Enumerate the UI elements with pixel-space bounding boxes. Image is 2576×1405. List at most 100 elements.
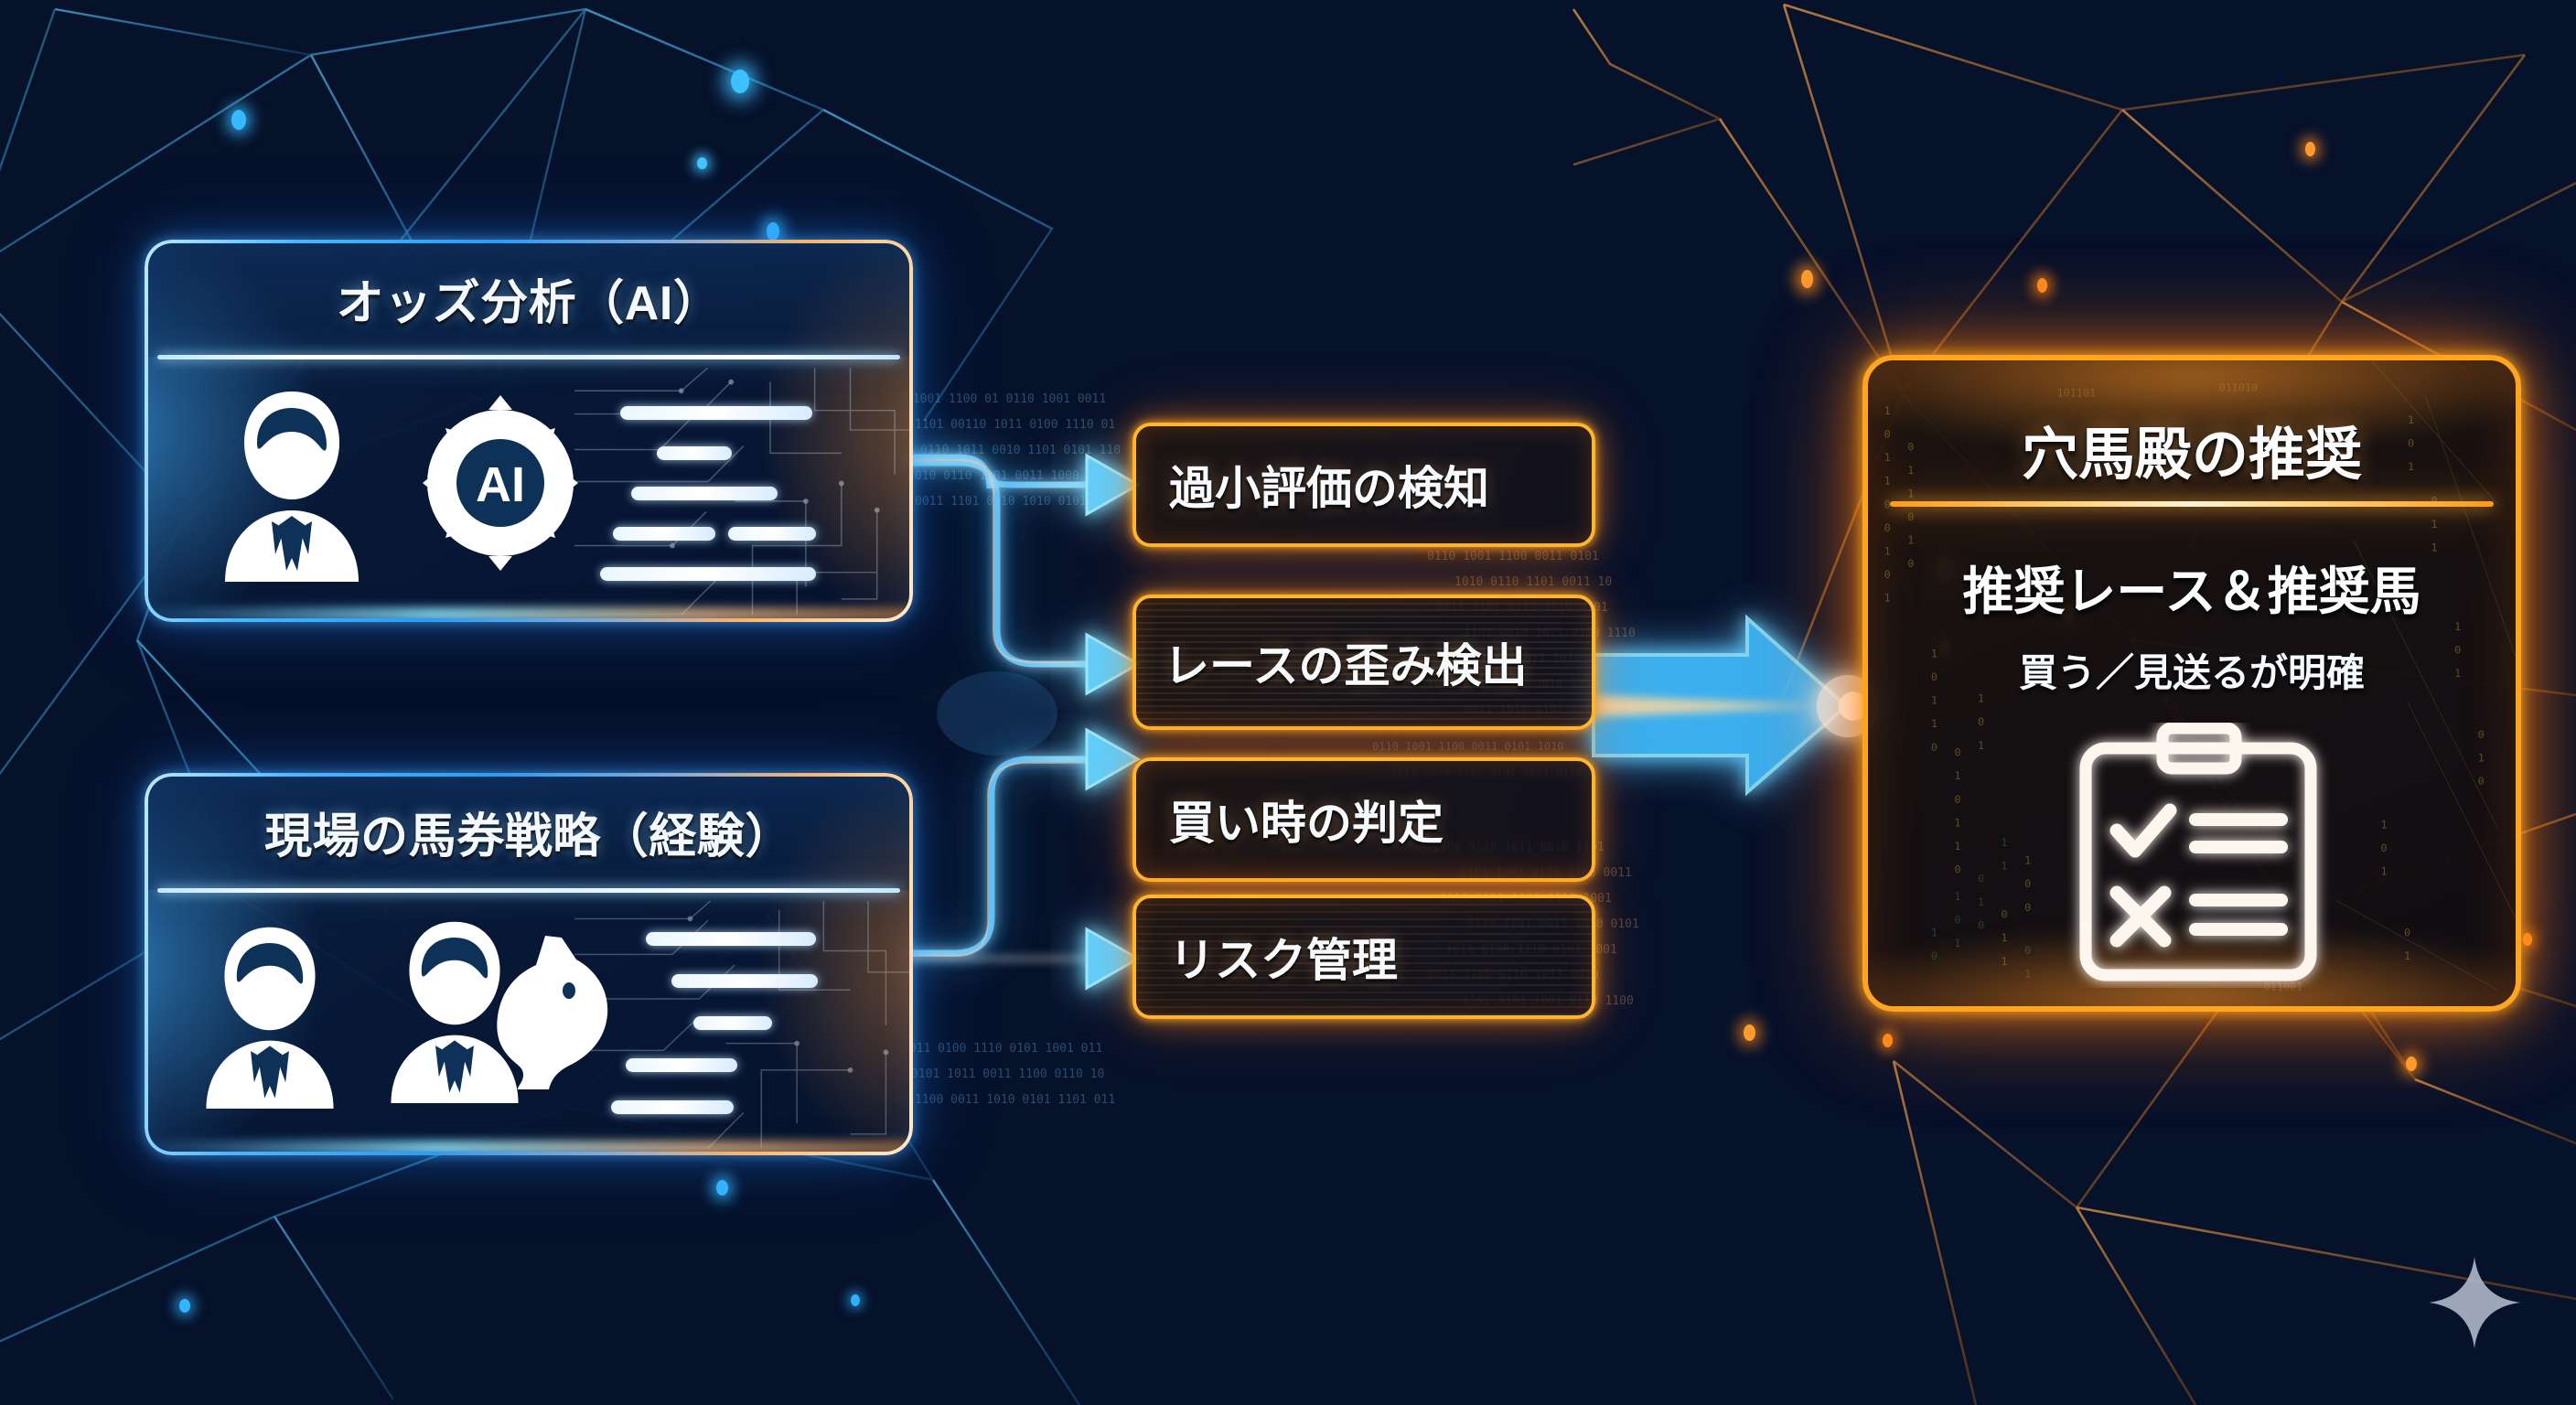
- svg-text:0101 1011 0011 1100 0110 10: 0101 1011 0011 1100 0110 10: [911, 1067, 1104, 1081]
- svg-text:1: 1: [1954, 937, 1960, 949]
- svg-text:0: 0: [2478, 775, 2485, 788]
- clipboard-checklist-icon: [2079, 723, 2317, 981]
- card-text-line: [631, 487, 778, 500]
- svg-text:1: 1: [2380, 864, 2387, 877]
- card-body-strategy: [145, 901, 913, 1155]
- card-header-strategy: 現場の馬券戦略（経験）: [145, 773, 913, 890]
- svg-text:1: 1: [1954, 890, 1960, 903]
- particle-dot: [2406, 1056, 2417, 1071]
- particle-dot: [1801, 270, 1813, 288]
- svg-text:0: 0: [2024, 901, 2031, 914]
- particle-dot: [2037, 278, 2047, 293]
- svg-text:1: 1: [2478, 752, 2485, 765]
- result-title: 穴馬殿の推奨: [2021, 424, 2362, 487]
- person-silhouette-icon: [225, 391, 359, 582]
- result-panel-recommendation[interactable]: 1 0 1 1 0 0 1 0 1 0 1 1 0 1 0 1 0 1 1 0 0 1 0 1 1 0 1 0 1 0…: [1862, 355, 2521, 1012]
- svg-text:1: 1: [2380, 818, 2387, 831]
- svg-text:1010 0110 1101 0011 10: 1010 0110 1101 0011 10: [1454, 575, 1612, 589]
- input-card-title: オッズ分析（AI）: [336, 276, 722, 330]
- particle-dot: [716, 1180, 728, 1196]
- process-pill-label: レースの歪み検出: [1164, 640, 1528, 692]
- svg-text:1: 1: [2024, 854, 2031, 867]
- particle-dot: [2305, 142, 2315, 156]
- input-card-title: 現場の馬券戦略（経験）: [264, 810, 793, 863]
- svg-text:1: 1: [1931, 926, 1937, 938]
- process-pill-race-distortion-detection[interactable]: レースの歪み検出: [1132, 595, 1595, 730]
- svg-text:101101: 101101: [2056, 386, 2096, 399]
- result-subtitle-main: 推奨レース＆推奨馬: [1962, 563, 2421, 620]
- svg-text:0: 0: [1978, 715, 1984, 728]
- svg-text:0110 1011 0010 1101 0101 110: 0110 1011 0010 1101 0101 110: [920, 444, 1121, 457]
- svg-text:0: 0: [1978, 872, 1984, 885]
- svg-text:0: 0: [1884, 521, 1891, 534]
- svg-text:0: 0: [1954, 793, 1960, 806]
- svg-text:0: 0: [1954, 863, 1960, 875]
- svg-text:1: 1: [2024, 968, 2031, 981]
- svg-text:1: 1: [2431, 518, 2438, 531]
- particle-dot: [231, 110, 246, 130]
- process-pill-undervalue-detection[interactable]: 過小評価の検知: [1132, 423, 1595, 547]
- particle-dot: [2523, 933, 2532, 946]
- particle-dot: [731, 70, 749, 93]
- card-text-line: [671, 974, 818, 988]
- svg-text:0011 1101 0110 1010 0101 11: 0011 1101 0110 1010 0101 11: [915, 495, 1108, 509]
- svg-text:1100 0011 1010 0101 1101 011: 1100 0011 1010 0101 1101 011: [915, 1093, 1115, 1107]
- svg-text:0: 0: [2380, 842, 2387, 854]
- svg-text:0: 0: [1978, 918, 1984, 931]
- branch-arrow-group-bottom: [901, 756, 1096, 962]
- process-pill-risk-management[interactable]: リスク管理: [1132, 895, 1595, 1019]
- result-subtitle-note: 買う／見送るが明確: [2018, 651, 2365, 694]
- particle-dot: [697, 157, 707, 169]
- svg-text:AI: AI: [476, 457, 525, 512]
- svg-text:1: 1: [2002, 931, 2008, 944]
- process-pill-label: リスク管理: [1169, 935, 1398, 986]
- check-mark-icon: [2109, 803, 2177, 858]
- svg-text:011010: 011010: [2218, 381, 2258, 393]
- horse-head-icon: [497, 936, 608, 1089]
- input-card-odds-analysis[interactable]: オッズ分析（AI）: [145, 240, 913, 622]
- card-divider: [157, 355, 900, 359]
- card-text-line: [693, 1016, 772, 1030]
- svg-text:0110 1001 1100 0011 0101 1010: 0110 1001 1100 0011 0101 1010: [1372, 740, 1564, 753]
- svg-text:1: 1: [2002, 955, 2008, 968]
- svg-text:1: 1: [2002, 860, 2008, 873]
- svg-text:0: 0: [1954, 914, 1960, 927]
- process-pill-label: 過小評価の検知: [1169, 463, 1489, 514]
- svg-text:0: 0: [1931, 741, 1937, 754]
- card-text-line: [657, 446, 732, 460]
- card-text-line: [626, 1058, 737, 1072]
- card-divider: [157, 888, 900, 893]
- svg-text:1: 1: [1907, 534, 1914, 547]
- svg-text:1: 1: [1954, 769, 1960, 782]
- svg-text:01001 1100 01 0110 1001 0011: 01001 1100 01 0110 1001 0011: [906, 392, 1106, 406]
- svg-text:1: 1: [1931, 717, 1937, 730]
- svg-text:0: 0: [2404, 926, 2410, 938]
- svg-text:0: 0: [2024, 944, 2031, 957]
- checklist-lines: [2189, 813, 2288, 936]
- particle-dot: [179, 1299, 190, 1313]
- svg-text:1: 1: [2404, 949, 2410, 962]
- svg-text:1011 0100 1110 0101 1001 011: 1011 0100 1110 0101 1001 011: [902, 1042, 1102, 1056]
- input-card-field-strategy[interactable]: 現場の馬券戦略（経験）: [145, 773, 913, 1155]
- process-pill-buy-timing-judgment[interactable]: 買い時の判定: [1132, 757, 1595, 882]
- svg-text:0: 0: [1954, 746, 1960, 759]
- process-pill-label: 買い時の判定: [1169, 798, 1444, 849]
- particle-dot: [1883, 1034, 1893, 1047]
- svg-text:1: 1: [1954, 816, 1960, 829]
- card-text-line: [620, 406, 812, 420]
- svg-text:0: 0: [1931, 949, 1937, 962]
- card-header-odds: オッズ分析（AI）: [145, 240, 913, 357]
- svg-text:1: 1: [1978, 896, 1984, 908]
- svg-text:0110 1001 1100 0011 0101: 0110 1001 1100 0011 0101: [1427, 550, 1599, 563]
- card-body-sheen: [145, 607, 913, 622]
- svg-text:1101 00110 1011 0100 1110 01: 1101 00110 1011 0100 1110 01: [915, 418, 1115, 432]
- svg-text:1: 1: [2002, 836, 2008, 849]
- svg-text:1: 1: [1954, 840, 1960, 853]
- person-silhouette-icon: [206, 927, 334, 1110]
- particle-dot: [1744, 1024, 1755, 1041]
- result-divider: [1890, 501, 2494, 507]
- svg-text:0: 0: [2478, 728, 2485, 741]
- card-body-odds: AI: [145, 368, 913, 622]
- arrow-head-icon: [1085, 453, 1142, 991]
